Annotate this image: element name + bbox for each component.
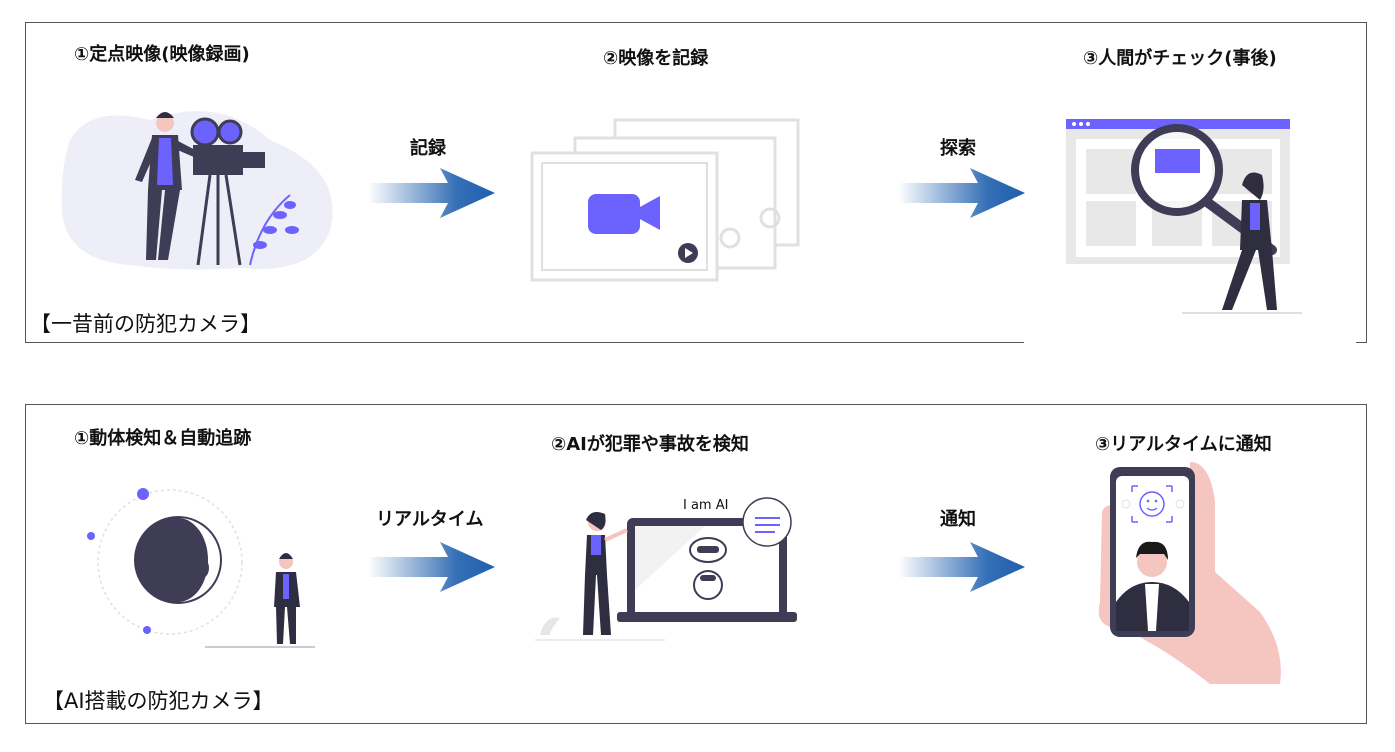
arrow-search-icon bbox=[898, 168, 1025, 218]
step-human-check-label: ③人間がチェック(事後) bbox=[1083, 48, 1277, 69]
recorded-video-frames-illustration bbox=[530, 118, 800, 282]
step-fixed-camera-label: ①定点映像(映像録画) bbox=[74, 44, 250, 65]
border-gap bbox=[1024, 336, 1356, 346]
arrow-notify-label: 通知 bbox=[940, 509, 976, 530]
legacy-camera-title: 【一昔前の防犯カメラ】 bbox=[30, 312, 261, 336]
step-record-label: ②映像を記録 bbox=[603, 48, 709, 69]
arrow-realtime-label: リアルタイム bbox=[376, 509, 484, 530]
ai-detect-laptop-illustration bbox=[535, 497, 797, 641]
step-realtime-notify-label: ③リアルタイムに通知 bbox=[1095, 434, 1272, 455]
ai-camera-title: 【AI搭載の防犯カメラ】 bbox=[43, 689, 274, 713]
motion-detect-camera-illustration bbox=[87, 488, 315, 648]
human-check-magnifier-illustration bbox=[1066, 119, 1302, 314]
arrow-record-label: 記録 bbox=[410, 138, 446, 159]
arrow-realtime-icon bbox=[368, 542, 495, 592]
phone-notification-illustration bbox=[1098, 462, 1281, 684]
ai-speech-text: I am AI bbox=[683, 498, 729, 513]
arrow-notify-icon bbox=[898, 542, 1025, 592]
man-with-movie-camera-illustration bbox=[61, 111, 333, 270]
arrow-record-icon bbox=[368, 168, 495, 218]
arrow-search-label: 探索 bbox=[940, 138, 976, 159]
step-ai-detect-label: ②AIが犯罪や事故を検知 bbox=[551, 434, 749, 455]
step-motion-detect-label: ①動体検知＆自動追跡 bbox=[74, 428, 252, 449]
